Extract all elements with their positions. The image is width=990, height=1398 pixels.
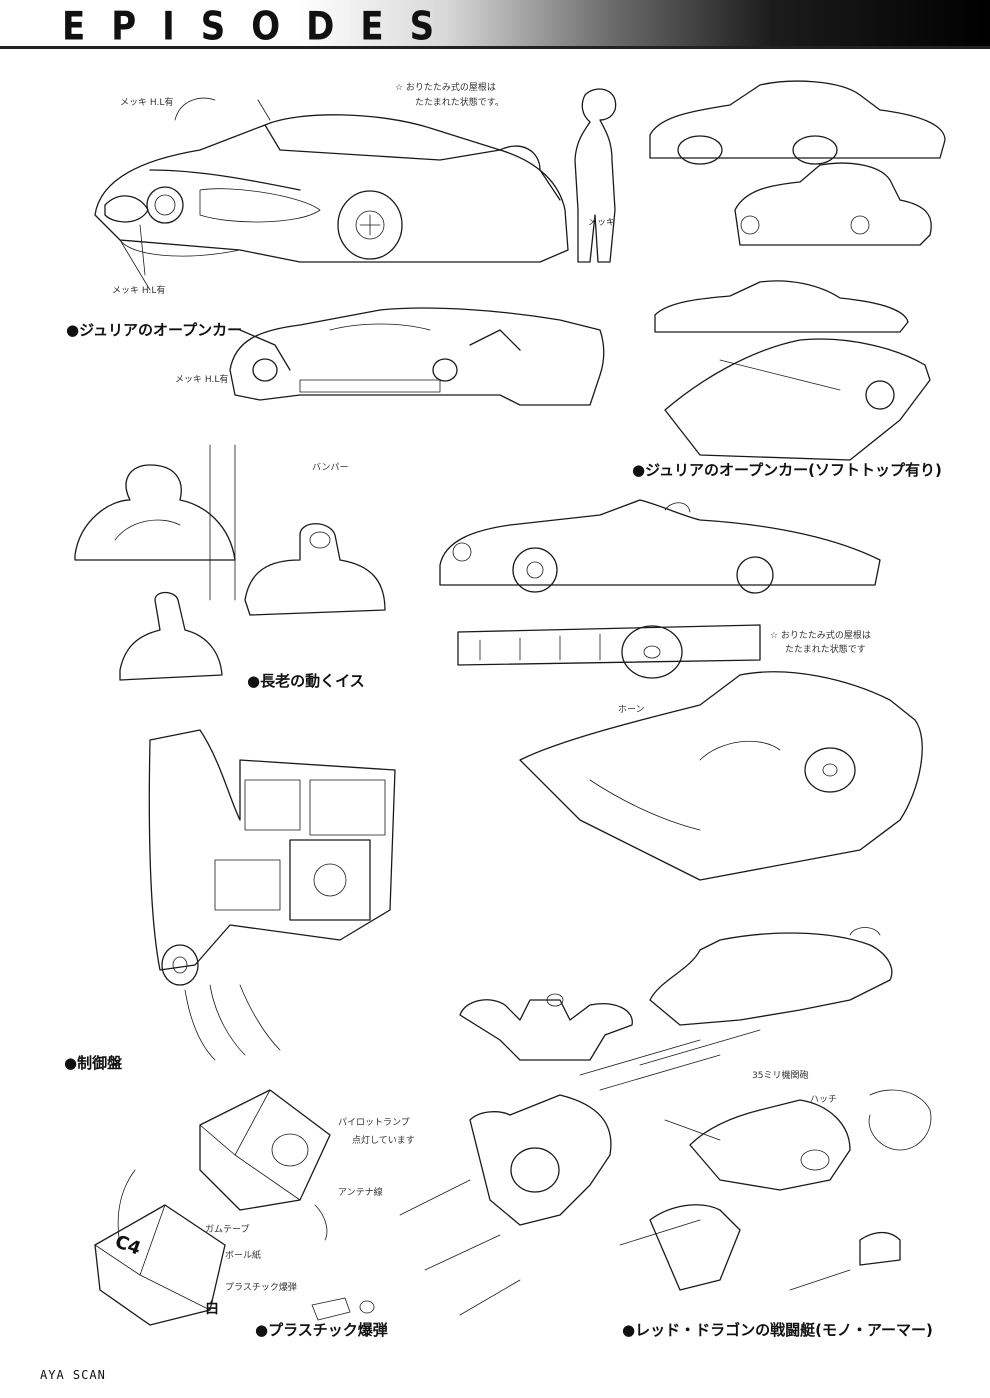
note-gum-tape: ガムテープ [205, 1225, 250, 1235]
page-title: EPISODES [62, 4, 461, 51]
plastic-bomb-sketch [94, 1089, 375, 1326]
caption-elder-chair: ●長老の動くイス [247, 672, 365, 690]
softtop-closeup-sketch [664, 338, 931, 461]
label-white: 白 [205, 1301, 219, 1317]
note-roof-folded-line2: たたまれた状態です。 [415, 98, 504, 108]
note-plastic-bomb: プラスチック爆弾 [225, 1283, 297, 1293]
convertible-side-sketch [439, 499, 881, 594]
note-roof-folded-b-line1: ☆ おりたたみ式の屋根は [770, 631, 871, 641]
convertible-interior-sketch [519, 671, 923, 881]
note-35mm-gun: 35ミリ機関砲 [752, 1071, 809, 1081]
note-antenna: アンテナ線 [338, 1188, 383, 1198]
human-figure-silhouette [574, 88, 617, 263]
side-view-hardtop-sketch [649, 80, 946, 165]
note-mekki-hl-3: メッキ H.L有 [175, 375, 229, 385]
note-bumper: バンパー [312, 463, 349, 473]
control-panel-sketch [148, 729, 396, 1061]
caption-open-car-softtop: ●ジュリアのオープンカー(ソフトトップ有り) [632, 461, 942, 479]
note-roof-folded-b-line2: たたまれた状態です [785, 645, 866, 655]
note-cardboard: ボール紙 [225, 1251, 262, 1261]
note-mekki-hl-2: メッキ H.L有 [112, 286, 166, 296]
note-mekki-hl-1: メッキ H.L有 [120, 98, 174, 108]
note-pilot-lamp-2: 点灯しています [352, 1136, 415, 1146]
note-pilot-lamp: パイロットランプ [338, 1118, 410, 1128]
footer-credit: AYA SCAN [40, 1368, 106, 1382]
mono-armor-bottom-left-sketch [399, 1094, 612, 1316]
note-horn: ホーン [618, 705, 645, 715]
profile-silhouette-sketch [654, 280, 909, 333]
note-hatch: ハッチ [810, 1095, 838, 1105]
open-car-rear-sketch [229, 307, 605, 406]
header-bar [0, 0, 990, 46]
caption-control-panel: ●制御盤 [64, 1054, 123, 1072]
dashboard-sketch [457, 624, 761, 679]
rear-view-hardtop-sketch [734, 162, 932, 246]
note-mekki: メッキ [588, 218, 616, 228]
mono-armor-bottom-right-sketch [619, 1089, 932, 1291]
mono-armor-front-sketch [459, 993, 633, 1061]
caption-plastic-bomb: ●プラスチック爆弾 [255, 1321, 388, 1339]
caption-open-car: ●ジュリアのオープンカー [66, 321, 243, 339]
note-roof-folded-line1: ☆ おりたたみ式の屋根は [395, 83, 496, 93]
header-rule [0, 46, 990, 49]
mono-armor-side-sketch [579, 927, 893, 1091]
open-car-front-sketch [94, 97, 569, 291]
elder-chair-sketch [74, 444, 386, 681]
caption-red-dragon: ●レッド・ドラゴンの戦闘艇(モノ・アーマー) [622, 1321, 933, 1339]
